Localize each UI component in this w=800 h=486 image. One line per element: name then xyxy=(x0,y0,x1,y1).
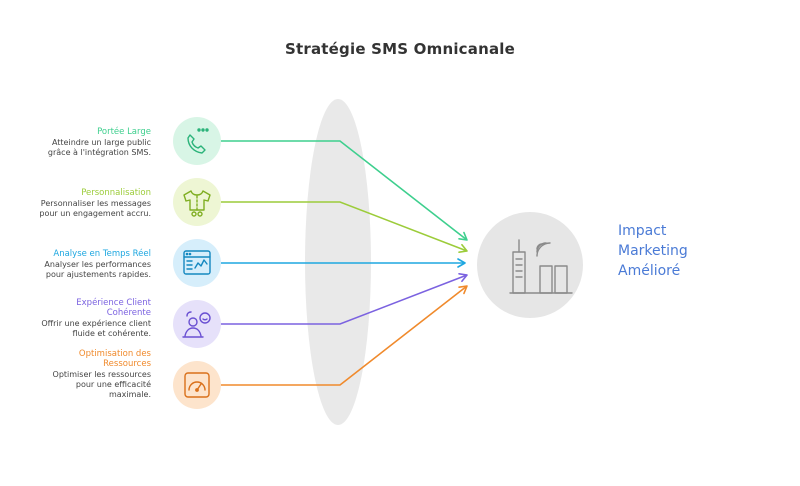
target-circle xyxy=(477,212,583,318)
item-analyse: Analyse en Temps Réel Analyser les perfo… xyxy=(1,249,151,280)
item-desc-line: Personnaliser les messages xyxy=(40,199,151,208)
city-signal-icon xyxy=(509,239,573,294)
item-title: Analyse en Temps Réel xyxy=(53,249,151,259)
item-desc-line: Analyser les performances xyxy=(44,260,151,269)
item-desc-line: maximale. xyxy=(108,390,151,399)
item-title: Personnalisation xyxy=(81,188,151,198)
result-line: Amélioré xyxy=(618,263,681,279)
result-line: Impact xyxy=(618,223,667,239)
arrow-experience xyxy=(218,272,468,325)
item-experience: Expérience Client Cohérente Offrir une e… xyxy=(1,298,151,339)
item-title-line: Expérience Client xyxy=(76,298,151,308)
phone-call-icon xyxy=(173,117,221,165)
tailored-shirt-icon xyxy=(173,178,221,226)
diagram-title: Stratégie SMS Omnicanale xyxy=(285,40,515,58)
item-desc-line: pour un engagement accru. xyxy=(39,209,151,218)
item-desc-line: fluide et cohérente. xyxy=(72,329,151,338)
item-title-line: Ressources xyxy=(103,359,151,369)
lens-shape xyxy=(305,99,371,425)
customer-satisfaction-icon xyxy=(173,300,221,348)
item-optimisation: Optimisation des Ressources Optimiser le… xyxy=(1,349,151,400)
item-portee-large: Portée Large Atteindre un large public g… xyxy=(1,127,151,158)
item-desc-line: Optimiser les ressources xyxy=(52,370,151,379)
item-personnalisation: Personnalisation Personnaliser les messa… xyxy=(1,188,151,219)
arrow-personnalisation xyxy=(218,201,468,254)
item-title-line: Cohérente xyxy=(106,308,151,318)
analytics-dashboard-icon xyxy=(173,239,221,287)
result-label: Impact Marketing Amélioré xyxy=(618,221,758,281)
item-desc-line: grâce à l'intégration SMS. xyxy=(47,148,151,157)
item-title: Portée Large xyxy=(97,127,151,137)
arrow-optimisation xyxy=(218,285,468,386)
efficiency-gauge-icon xyxy=(173,361,221,409)
arrow-portee-large xyxy=(218,140,468,241)
item-desc-line: Atteindre un large public xyxy=(51,138,151,147)
item-desc-line: pour une efficacité xyxy=(75,380,151,389)
item-desc-line: pour ajustements rapides. xyxy=(45,270,151,279)
item-title-line: Optimisation des xyxy=(78,349,151,359)
item-desc-line: Offrir une expérience client xyxy=(41,319,151,328)
result-line: Marketing xyxy=(618,243,688,259)
